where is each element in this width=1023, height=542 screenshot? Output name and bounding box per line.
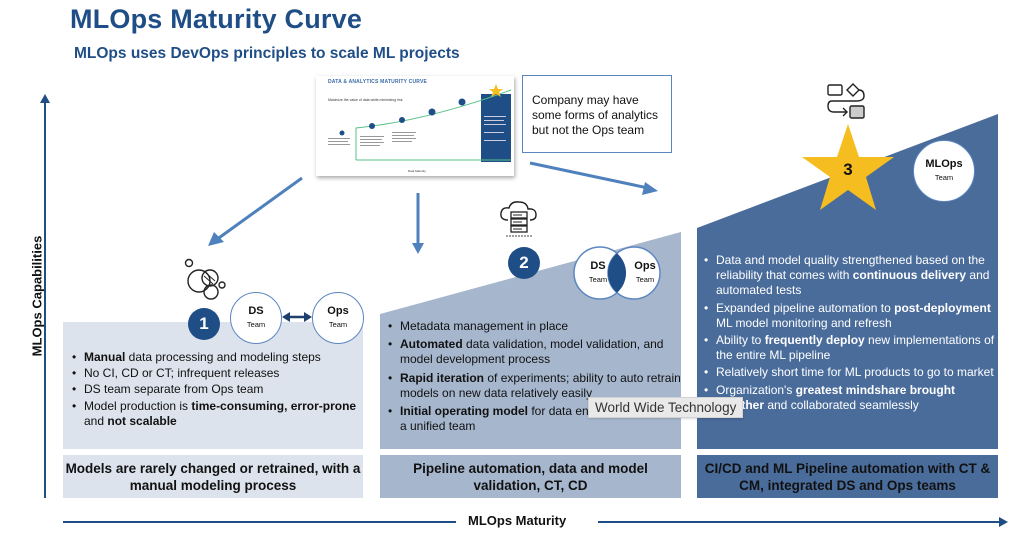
team-name: DS (248, 305, 264, 317)
star-icon (802, 124, 894, 210)
stage1-badge: 1 (188, 308, 220, 340)
x-axis-line-left (63, 521, 456, 523)
stage3-bullets: Data and model quality strengthened base… (702, 253, 997, 415)
thumbnail-step-dot (339, 130, 345, 136)
stage3-footer: CI/CD and ML Pipeline automation with CT… (697, 455, 998, 498)
page-subtitle: MLOps uses DevOps principles to scale ML… (74, 45, 460, 62)
stage2-bullets: Metadata management in place Automated d… (386, 319, 681, 437)
thumbnail-subtitle: Maximize the value of data while minimiz… (328, 98, 403, 102)
bullet-item: No CI, CD or CT; infrequent releases (70, 366, 360, 381)
arrow-to-stage2-head (412, 243, 424, 254)
bullet-item: Manual data processing and modeling step… (70, 350, 360, 365)
team-name: DS (590, 260, 606, 272)
team-name: MLOps (925, 158, 963, 170)
thumbnail-x-label: Data Maturity (408, 169, 426, 173)
pointer-arrows (208, 161, 658, 254)
thumbnail-step-dot (458, 98, 466, 106)
arrow-to-stage1 (215, 176, 303, 242)
team-sub: Team (328, 320, 348, 329)
stage1-ops-team-circle: Ops Team (312, 292, 364, 344)
bullet-item: Ability to frequently deploy new impleme… (702, 333, 997, 363)
bullet-item: Rapid iteration of experiments; ability … (386, 371, 681, 401)
workflow-icon (827, 83, 865, 119)
bullet-item: Organization's greatest mindshare brough… (702, 383, 997, 413)
team-sub: Team (635, 275, 655, 284)
analytics-callout-box: Company may have some forms of analytics… (522, 75, 672, 153)
bullet-item: Expanded pipeline automation to post-dep… (702, 301, 997, 331)
stage2-badge: 2 (508, 247, 540, 279)
arrow-to-stage3-head (642, 182, 658, 195)
bidirectional-arrow-icon (282, 312, 312, 322)
thumbnail-star-icon (489, 84, 503, 97)
bubbles-icon (184, 258, 226, 300)
x-axis-arrowhead (999, 517, 1008, 527)
thumbnail-curve (328, 84, 512, 162)
bullet-item: Model production is time-consuming, erro… (70, 399, 360, 429)
stage3-mlops-team-circle: MLOps Team (913, 140, 975, 202)
bullet-item: Metadata management in place (386, 319, 681, 334)
stage1-ds-team-circle: DS Team (230, 292, 282, 344)
thumbnail-step-dot (428, 108, 436, 116)
stage2-ops-team-label: Ops Team (628, 260, 662, 285)
y-axis-label: MLOps Capabilities (29, 235, 45, 357)
arrow-to-stage1-head (208, 232, 224, 246)
team-sub: Team (934, 173, 954, 182)
y-axis-line (44, 100, 46, 498)
stage2-footer: Pipeline automation, data and model vali… (380, 455, 681, 498)
team-sub: Team (246, 320, 266, 329)
team-name: Ops (634, 260, 656, 272)
team-name: Ops (327, 305, 349, 317)
stage3-badge: 3 (843, 160, 853, 179)
overlapping-teams-venn (573, 246, 661, 300)
page-title: MLOps Maturity Curve (70, 4, 363, 34)
thumbnail-text-lines (328, 116, 506, 146)
hover-tooltip: World Wide Technology (588, 397, 744, 418)
y-axis-arrowhead (40, 94, 50, 103)
bullet-item: Relatively short time for ML products to… (702, 365, 997, 380)
stage2-ds-team-label: DS Team (581, 260, 615, 285)
thumbnail-curve-line (355, 89, 512, 160)
x-axis-line-right (598, 521, 1001, 523)
thumbnail-step-dot (399, 117, 405, 123)
thumbnail-step-dot (369, 123, 375, 129)
bullet-item: Automated data validation, model validat… (386, 337, 681, 367)
cloud-server-icon (500, 201, 537, 237)
arrow-to-stage3 (529, 161, 649, 190)
x-axis-label: MLOps Maturity (468, 513, 567, 528)
bullet-item: Data and model quality strengthened base… (702, 253, 997, 299)
thumbnail-final-stage (481, 94, 511, 162)
bullet-item: DS team separate from Ops team (70, 382, 360, 397)
team-sub: Team (588, 275, 608, 284)
analytics-maturity-thumbnail: DATA & ANALYTICS MATURITY CURVE Maximize… (316, 76, 514, 176)
thumbnail-title: DATA & ANALYTICS MATURITY CURVE (328, 79, 428, 85)
stage1-footer: Models are rarely changed or retrained, … (63, 455, 363, 498)
stage1-bullets: Manual data processing and modeling step… (70, 350, 360, 430)
